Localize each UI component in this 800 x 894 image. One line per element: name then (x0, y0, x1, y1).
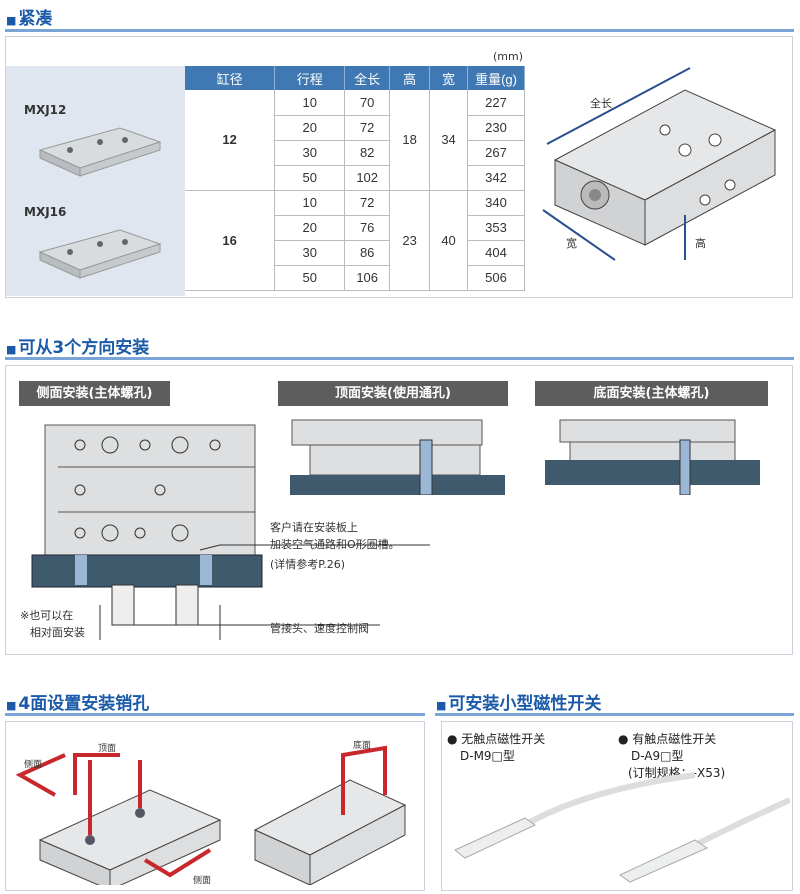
section-title-switch: ■可安装小型磁性开关 (436, 694, 602, 714)
divider (5, 29, 794, 32)
section-title-text: 可从3个方向安装 (18, 338, 150, 358)
length-cell: 82 (344, 140, 391, 166)
stroke-cell: 50 (274, 265, 346, 291)
weight-cell: 227 (467, 90, 525, 116)
switch2-model: D-A9□型 (631, 749, 684, 763)
fitting-note: 管接头、速度控制阀 (270, 622, 369, 635)
col-header: 缸径 (185, 66, 276, 90)
col-header: 重量(g) (467, 66, 525, 90)
divider (5, 357, 794, 360)
switch-drawing (454, 772, 790, 883)
side-mount-drawing (31, 424, 430, 640)
switch2-name: ● 有触点磁性开关 (618, 732, 717, 746)
bore-cell: 16 (185, 190, 276, 291)
col-header: 宽 (429, 66, 469, 90)
divider (5, 713, 425, 716)
switch1-name: ● 无触点磁性开关 (447, 732, 546, 746)
stroke-cell: 10 (274, 90, 346, 116)
product-image-mxj16 (38, 229, 162, 279)
pin-hole-drawing (15, 745, 407, 885)
section-title-text: 4面设置安装销孔 (18, 694, 150, 714)
stroke-cell: 10 (274, 190, 346, 216)
dim-height-label: 高 (695, 237, 706, 250)
plate-note-line2: 加装空气通路和O形圈槽。 (270, 538, 400, 551)
section-title-compact: ■紧凑 (6, 9, 53, 29)
stroke-cell: 20 (274, 115, 346, 141)
divider (435, 713, 794, 716)
width-cell: 40 (429, 190, 469, 291)
section-title-text: 紧凑 (18, 9, 53, 29)
section-title-pins: ■4面设置安装销孔 (6, 694, 150, 714)
length-cell: 102 (344, 165, 391, 191)
section-title-mounting: ■可从3个方向安装 (6, 338, 150, 358)
weight-cell: 230 (467, 115, 525, 141)
bottom-mount-title: 底面安装(主体螺孔) (535, 381, 768, 406)
section-title-text: 可安装小型磁性开关 (448, 694, 602, 714)
length-cell: 106 (344, 265, 391, 291)
bottom-mount-drawing (545, 419, 760, 495)
length-cell: 76 (344, 215, 391, 241)
opposite-note-line2: 相对面安装 (30, 626, 85, 639)
switch2-name-text: 有触点磁性开关 (632, 732, 717, 746)
switch-panel (441, 721, 793, 891)
height-cell: 18 (389, 90, 431, 191)
col-header: 高 (389, 66, 431, 90)
model-name: MXJ12 (24, 103, 67, 117)
dimension-drawing (542, 67, 777, 261)
weight-cell: 342 (467, 165, 525, 191)
switch1-name-text: 无触点磁性开关 (461, 732, 546, 746)
product-image-mxj12 (38, 127, 162, 177)
stroke-cell: 20 (274, 215, 346, 241)
pin-label-bottom: 底面 (353, 741, 372, 751)
pin-label-side: 侧面 (193, 876, 212, 886)
stroke-cell: 50 (274, 165, 346, 191)
weight-cell: 353 (467, 215, 525, 241)
dim-width-label: 宽 (566, 237, 577, 250)
top-mount-title: 顶面安装(使用通孔) (278, 381, 508, 406)
col-header: 全长 (344, 66, 391, 90)
top-mount-drawing (290, 419, 505, 495)
weight-cell: 506 (467, 265, 525, 291)
col-header: 行程 (274, 66, 346, 90)
bore-cell: 12 (185, 90, 276, 191)
width-cell: 34 (429, 90, 469, 191)
length-cell: 72 (344, 115, 391, 141)
height-cell: 23 (389, 190, 431, 291)
plate-note-ref: (详情参考P.26) (270, 558, 345, 571)
length-cell: 72 (344, 190, 391, 216)
stroke-cell: 30 (274, 140, 346, 166)
length-cell: 86 (344, 240, 391, 266)
opposite-note-line1: ※也可以在 (20, 609, 74, 622)
weight-cell: 340 (467, 190, 525, 216)
unit-label: (mm) (493, 50, 524, 63)
switch2-note: (订制规格：-X53) (628, 766, 726, 780)
plate-note-line1: 客户请在安装板上 (270, 521, 358, 534)
stroke-cell: 30 (274, 240, 346, 266)
switch1-model: D-M9□型 (460, 749, 515, 763)
weight-cell: 267 (467, 140, 525, 166)
pin-label-side: 侧面 (24, 760, 43, 770)
pin-label-top: 顶面 (98, 744, 117, 754)
length-cell: 70 (344, 90, 391, 116)
weight-cell: 404 (467, 240, 525, 266)
model-name: MXJ16 (24, 205, 67, 219)
side-mount-title: 侧面安装(主体螺孔) (19, 381, 170, 406)
dim-length-label: 全长 (590, 97, 612, 110)
